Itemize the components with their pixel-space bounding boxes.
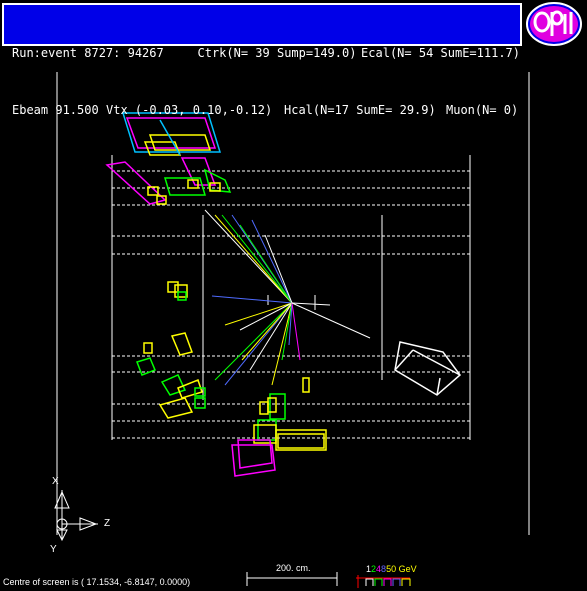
axis-y-label: Y bbox=[50, 544, 57, 555]
opal-logo-icon bbox=[526, 2, 582, 46]
scale-bar bbox=[246, 572, 338, 586]
centre-of-screen-text: Centre of screen is ( 17.1534, -6.8147, … bbox=[3, 577, 191, 587]
ebeam-text: Ebeam 91.500 bbox=[12, 103, 99, 117]
energy-key-8: 8 bbox=[381, 564, 387, 574]
ctrk-text: Ctrk(N= 39 Sump=149.0) bbox=[197, 46, 357, 60]
detector-outline bbox=[56, 72, 530, 535]
ecal-text: Ecal(N= 54 SumE=111.7) bbox=[361, 46, 520, 60]
energy-key-2: 2 bbox=[371, 564, 377, 574]
axis-z-label: Z bbox=[104, 518, 111, 529]
calorimeter-clusters bbox=[105, 112, 462, 477]
energy-key-bars bbox=[356, 575, 411, 588]
event-info-header: Run:event 8727: 94267 Ctrk(N= 39 Sump=14… bbox=[2, 3, 522, 117]
axis-x-label: X bbox=[52, 476, 59, 487]
tracks bbox=[204, 209, 371, 386]
energy-key-1: 1 bbox=[366, 564, 372, 574]
energy-key-4: 4 bbox=[376, 564, 382, 574]
header-row-2: Ebeam 91.500 Vtx (-0.03, 0.10,-0.12) Hca… bbox=[12, 101, 520, 120]
run-event-text: Run:event 8727: 94267 bbox=[12, 46, 164, 60]
vertex-text: Vtx (-0.03, 0.10,-0.12) bbox=[106, 103, 273, 117]
energy-key-50: 50 GeV bbox=[386, 564, 417, 574]
header-row-1: Run:event 8727: 94267 Ctrk(N= 39 Sump=14… bbox=[12, 44, 520, 63]
scale-label: 200. cm. bbox=[276, 563, 311, 573]
muon-text: Muon(N= 0) bbox=[446, 103, 519, 117]
hcal-text: Hcal(N=17 SumE= 29.9) bbox=[284, 103, 436, 117]
energy-key: 124850 GeV bbox=[366, 564, 417, 574]
axis-indicator bbox=[54, 490, 98, 542]
